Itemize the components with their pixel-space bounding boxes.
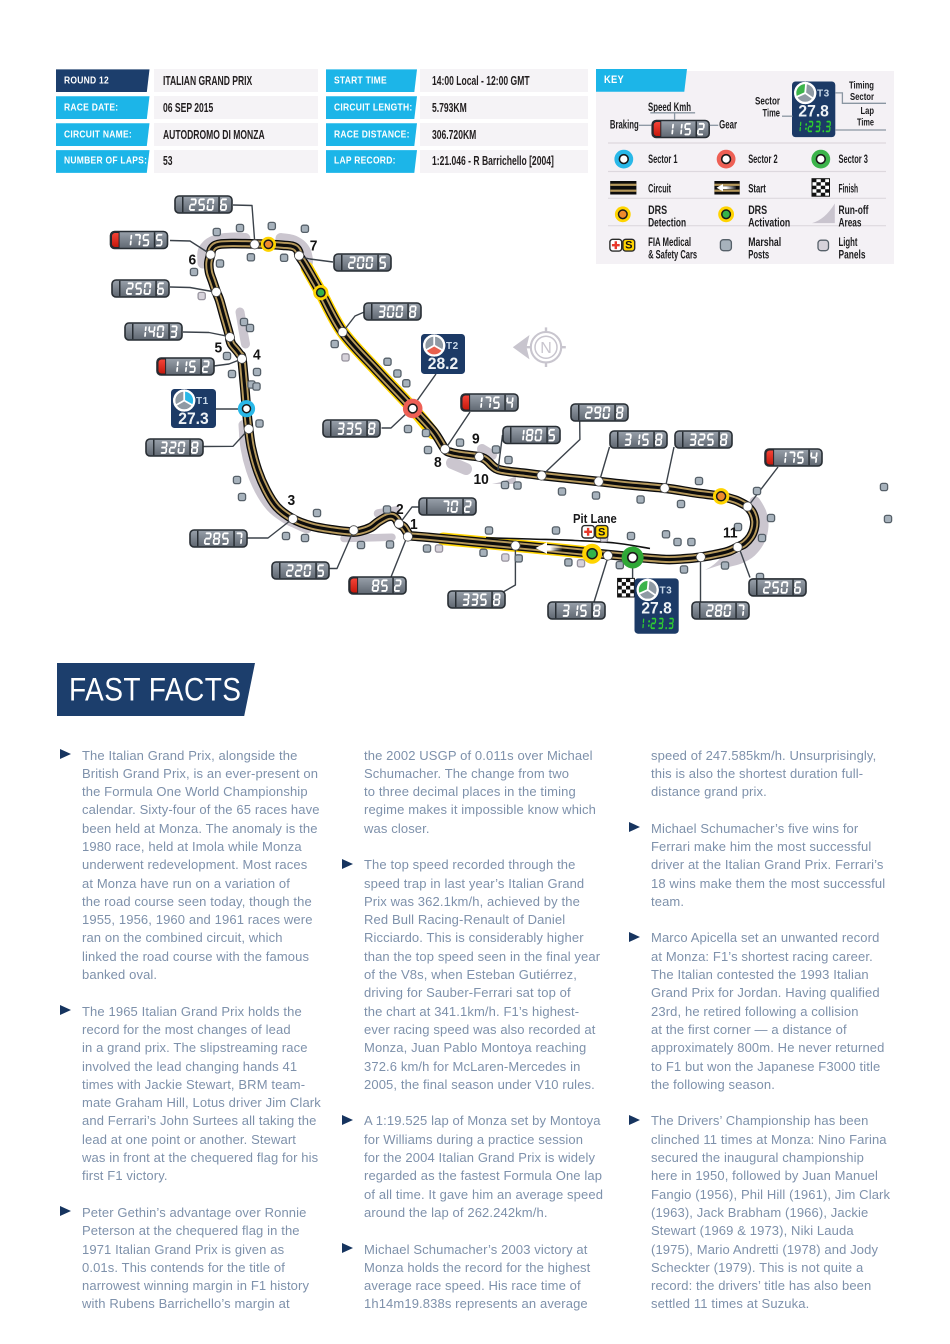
svg-text:Finish: Finish	[839, 181, 859, 195]
svg-text:Speed Kmh: Speed Kmh	[648, 99, 691, 113]
svg-text:Marshal: Marshal	[748, 235, 781, 249]
svg-text:6: 6	[188, 252, 196, 269]
svg-text:Sector: Sector	[850, 92, 874, 103]
svg-text:T2: T2	[446, 341, 459, 352]
svg-text:7: 7	[310, 238, 318, 255]
svg-text:1: 1	[410, 517, 418, 534]
svg-text:T3: T3	[660, 585, 673, 596]
svg-text:& Safety Cars: & Safety Cars	[648, 247, 697, 261]
svg-text:8: 8	[434, 455, 442, 472]
svg-text:Panels: Panels	[839, 247, 866, 261]
svg-text:Sector 2: Sector 2	[748, 151, 778, 165]
svg-text:N: N	[540, 340, 552, 357]
svg-text:3: 3	[288, 493, 296, 510]
svg-text:9: 9	[472, 431, 480, 448]
svg-text:Timing: Timing	[849, 80, 874, 91]
svg-text:Time: Time	[763, 107, 781, 119]
svg-text:DRS: DRS	[648, 203, 667, 217]
svg-text:Circuit: Circuit	[648, 181, 671, 195]
svg-text:S: S	[598, 527, 605, 539]
svg-text:4: 4	[253, 347, 261, 364]
svg-text:T3: T3	[817, 88, 830, 99]
svg-text:T1: T1	[196, 396, 209, 407]
svg-text:Run-off: Run-off	[839, 203, 869, 217]
svg-text:11: 11	[723, 525, 738, 542]
svg-text:10: 10	[474, 472, 489, 489]
svg-text:Gear: Gear	[719, 117, 737, 131]
svg-text:DRS: DRS	[748, 203, 767, 217]
svg-text:Posts: Posts	[748, 247, 769, 261]
svg-text:FIA Medical: FIA Medical	[648, 235, 691, 249]
svg-text:Sector 3: Sector 3	[839, 151, 869, 165]
svg-text:Light: Light	[839, 235, 858, 249]
svg-text:28.2: 28.2	[428, 355, 459, 373]
svg-text:Time: Time	[857, 117, 874, 128]
svg-text:S: S	[625, 239, 632, 251]
svg-text:Braking: Braking	[610, 117, 639, 131]
svg-text:Areas: Areas	[839, 215, 862, 229]
svg-text:2: 2	[396, 502, 404, 519]
svg-text:Start: Start	[748, 181, 766, 195]
svg-text:Sector 1: Sector 1	[648, 151, 678, 165]
svg-text:Sector: Sector	[755, 95, 780, 107]
svg-text:27.8: 27.8	[798, 102, 829, 120]
svg-text:27.8: 27.8	[641, 600, 672, 618]
svg-text:Detection: Detection	[648, 215, 686, 229]
svg-text:Activation: Activation	[748, 215, 790, 229]
svg-text:27.3: 27.3	[178, 410, 209, 428]
svg-text:5: 5	[215, 340, 223, 357]
svg-text:Pit Lane: Pit Lane	[573, 511, 617, 526]
svg-text:Lap: Lap	[861, 106, 875, 117]
